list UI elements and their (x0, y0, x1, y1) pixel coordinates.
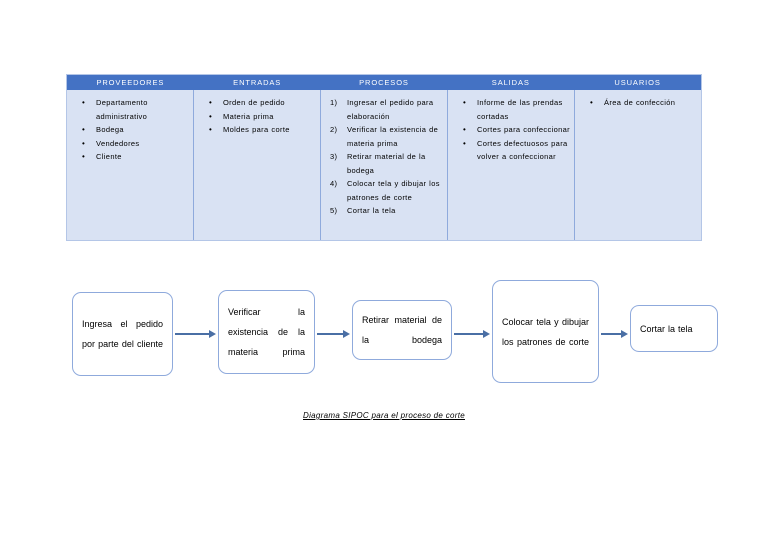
process-flowchart: Ingresa el pedido por parte del cliente V… (0, 272, 768, 397)
list-item-text: Área de confección (604, 98, 676, 107)
list-item-text: Ingresar el pedido para elaboración (347, 98, 434, 121)
sipoc-list: Departamento administrativoBodegaVendedo… (69, 96, 189, 164)
list-item-text: Moldes para corte (223, 125, 290, 134)
list-item-text: Cliente (96, 152, 122, 161)
arrow-head (483, 329, 490, 338)
sipoc-header-row: PROVEEDORES ENTRADAS PROCESOS SALIDAS USUARI… (67, 75, 701, 90)
list-item-text: Cortes defectuosos para volver a confecc… (477, 138, 568, 162)
sipoc-header-salidas: SALIDAS (491, 78, 530, 87)
sipoc-cell-salidas: Informe de las prendas cortadasCortes pa… (448, 90, 575, 240)
sipoc-list-item: Departamento administrativo (69, 96, 189, 123)
sipoc-list-item: 2) Verificar la existencia de materia pri… (323, 123, 443, 150)
sipoc-cell-procesos: 1) Ingresar el pedido para elaboración 2) V… (321, 90, 448, 240)
sipoc-header-usuarios: USUARIOS (614, 78, 661, 87)
sipoc-list-item: 3) Retirar material de la bodega (323, 150, 443, 177)
arrow-shaft (454, 332, 483, 335)
list-item-text: Materia prima (223, 111, 274, 121)
sipoc-cell-proveedores: Departamento administrativoBodegaVendedo… (67, 90, 194, 240)
sipoc-list-item: Orden de pedido (196, 96, 316, 110)
diagram-caption-text: Diagrama SIPOC para el proceso de corte (303, 411, 465, 420)
list-item-text: Orden de pedido (223, 98, 285, 107)
list-item-text: Departamento administrativo (96, 98, 148, 121)
sipoc-list-item: Informe de las prendas cortadas (450, 96, 570, 123)
arrow-shaft (175, 332, 209, 335)
sipoc-table: PROVEEDORES ENTRADAS PROCESOS SALIDAS USUARI… (66, 74, 702, 241)
list-item-text: Vendedores (96, 138, 140, 148)
sipoc-body-row: Departamento administrativoBodegaVendedo… (67, 90, 701, 240)
diagram-caption: Diagrama SIPOC para el proceso de corte (0, 411, 768, 420)
sipoc-list-item: Bodega (69, 123, 189, 137)
arrow-head (209, 329, 216, 338)
flow-step-1[interactable]: Ingresa el pedido por parte del cliente (72, 292, 173, 376)
list-item-text: Informe de las prendas cortadas (477, 98, 563, 121)
arrow-head (343, 329, 350, 338)
flow-arrow-3-icon (454, 329, 490, 338)
list-marker: 5) (330, 206, 338, 215)
sipoc-list: Área de confección (577, 96, 697, 110)
sipoc-list-item: Moldes para corte (196, 123, 316, 137)
sipoc-list: Informe de las prendas cortadasCortes pa… (450, 96, 570, 164)
sipoc-header-entradas: ENTRADAS (233, 78, 282, 87)
sipoc-list-item: 4) Colocar tela y dibujar los patrones de… (323, 177, 443, 204)
sipoc-list: 1) Ingresar el pedido para elaboración 2) V… (323, 96, 443, 218)
sipoc-cell-usuarios: Área de confección (575, 90, 701, 240)
list-marker: 4) (330, 179, 338, 188)
flow-step-label: Retirar material de la bodega (362, 315, 442, 345)
sipoc-list-item: Área de confección (577, 96, 697, 110)
sipoc-list-item: 1) Ingresar el pedido para elaboración (323, 96, 443, 123)
flow-step-4[interactable]: Colocar tela y dibujar los patrones de c… (492, 280, 599, 383)
arrow-head (621, 329, 628, 338)
sipoc-list-item: Vendedores (69, 137, 189, 151)
sipoc-list-item: Cliente (69, 150, 189, 164)
arrow-shaft (317, 332, 343, 335)
list-item-text: Retirar material de la bodega (347, 152, 426, 175)
sipoc-list-item: Cortes defectuosos para volver a confecc… (450, 137, 570, 164)
flow-arrow-1-icon (175, 329, 216, 338)
list-marker: 3) (330, 152, 338, 161)
list-item-text: Colocar tela y dibujar los patrones de c… (347, 179, 440, 202)
sipoc-list: Orden de pedidoMateria primaMoldes para … (196, 96, 316, 137)
sipoc-header-proveedores: PROVEEDORES (96, 78, 165, 87)
flow-step-label: Ingresa el pedido por parte del cliente (82, 319, 163, 349)
sipoc-list-item: 5) Cortar la tela (323, 204, 443, 218)
list-item-text: Verificar la existencia de materia prima (347, 125, 439, 148)
sipoc-header-procesos: PROCESOS (359, 78, 409, 87)
flow-arrow-4-icon (601, 329, 628, 338)
arrow-shaft (601, 332, 621, 335)
flow-step-3[interactable]: Retirar material de la bodega (352, 300, 452, 360)
list-marker: 1) (330, 98, 338, 107)
list-marker: 2) (330, 125, 338, 134)
list-item-text: Cortes para confeccionar (477, 125, 570, 134)
sipoc-list-item: Materia prima (196, 110, 316, 124)
flow-step-label: Cortar la tela (640, 323, 693, 334)
flow-step-2[interactable]: Verificar la existencia de la materia pr… (218, 290, 315, 374)
flow-arrow-2-icon (317, 329, 350, 338)
flow-step-label: Colocar tela y dibujar los patrones de c… (502, 316, 589, 347)
sipoc-cell-entradas: Orden de pedidoMateria primaMoldes para … (194, 90, 321, 240)
list-item-text: Bodega (96, 125, 124, 134)
sipoc-list-item: Cortes para confeccionar (450, 123, 570, 137)
flow-step-5[interactable]: Cortar la tela (630, 305, 718, 352)
list-item-text: Cortar la tela (347, 206, 396, 215)
flow-step-label: Verificar la existencia de la materia pr… (228, 307, 305, 357)
